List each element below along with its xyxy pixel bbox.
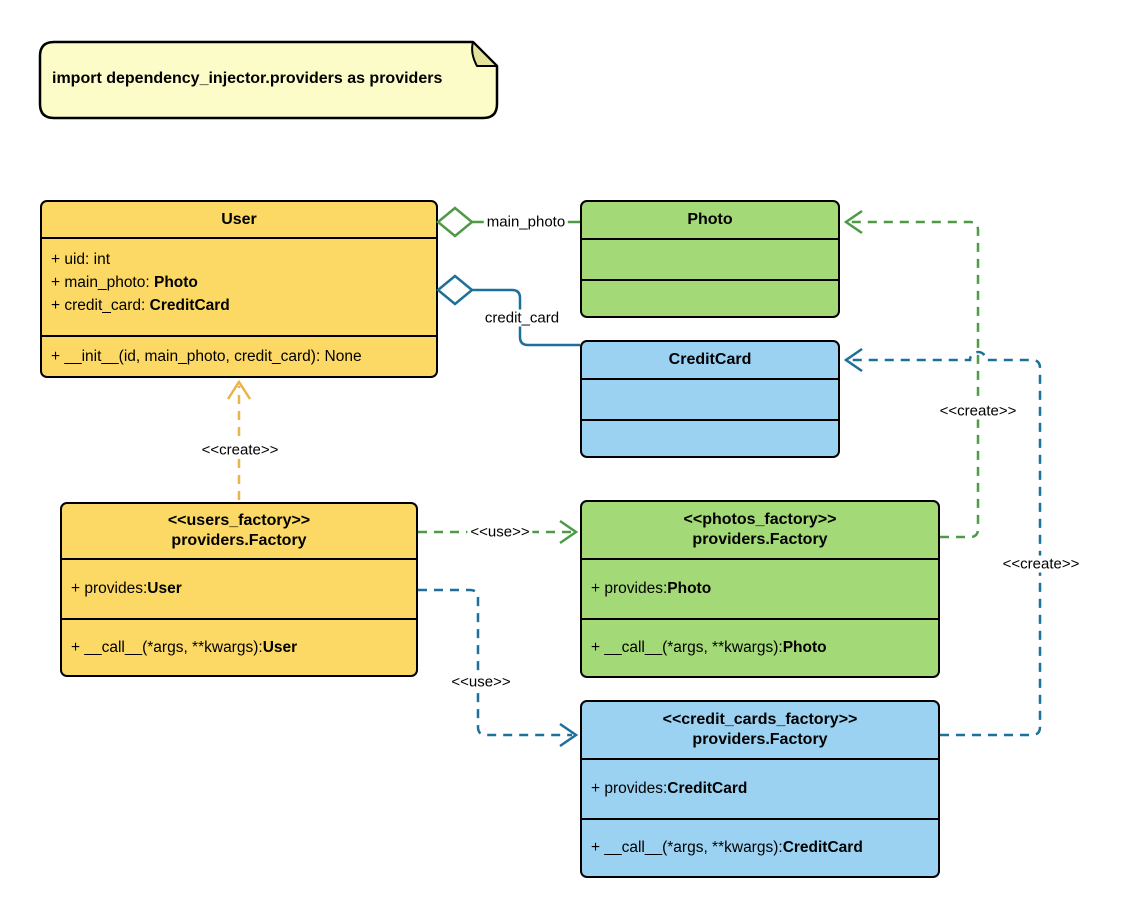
attribute-row: + credit_card: CreditCard: [51, 297, 230, 314]
dependency-use-credit-cards-factory: [418, 588, 579, 748]
open-arrowhead: [559, 519, 579, 545]
class-users-factory-title: <<users_factory>> providers.Factory: [167, 512, 311, 549]
aggregation-diamond: [436, 206, 474, 238]
open-arrowhead: [226, 379, 252, 400]
method-row: + __init__(id, main_photo, credit_card):…: [51, 347, 362, 365]
class-photos-factory-methods: + __call__(*args, **kwargs): Photo: [582, 618, 938, 676]
attribute-row: + provides: User: [71, 580, 182, 597]
class-photos-factory-title: <<photos_factory>> providers.Factory: [683, 511, 837, 548]
class-photos-factory: <<photos_factory>> providers.Factory + p…: [580, 500, 940, 678]
class-photo-methods: [582, 279, 838, 316]
class-credit-card-title: CreditCard: [668, 351, 752, 368]
method-row: + __call__(*args, **kwargs): User: [71, 638, 298, 656]
label-credit-card: credit_card: [481, 309, 563, 327]
class-user-title: User: [221, 210, 257, 228]
aggregation-diamond: [436, 274, 474, 306]
stereotype: <<photos_factory>>: [683, 511, 837, 528]
attribute-row: + provides: CreditCard: [591, 780, 748, 797]
label-create-user: <<create>>: [198, 441, 282, 459]
label-create-credit-card: <<create>>: [999, 555, 1083, 573]
class-credit-card-methods: [582, 419, 838, 456]
class-photo-attributes: [582, 238, 838, 279]
class-credit-card: CreditCard: [580, 340, 840, 458]
attribute-row: + uid: int: [51, 251, 111, 268]
dependency-create-photo: [843, 209, 980, 539]
class-user-attributes: + uid: int + main_photo: Photo + credit_…: [42, 237, 436, 335]
class-users-factory-attributes: + provides: User: [62, 558, 416, 618]
label-main-photo: main_photo: [483, 213, 569, 231]
note-fold: [471, 41, 498, 67]
method-row: + __call__(*args, **kwargs): Photo: [591, 639, 827, 656]
open-arrowhead: [843, 209, 863, 235]
class-credit-cards-factory-title: <<credit_cards_factory>> providers.Facto…: [662, 711, 858, 748]
open-arrowhead: [843, 347, 863, 373]
class-credit-cards-factory-attributes: + provides: CreditCard: [582, 758, 938, 818]
attribute-row: + provides: Photo: [591, 580, 712, 597]
class-photos-factory-attributes: + provides: Photo: [582, 558, 938, 618]
class-photo: Photo: [580, 200, 840, 318]
stereotype: <<credit_cards_factory>>: [662, 711, 858, 728]
method-row: + __call__(*args, **kwargs): CreditCard: [591, 839, 863, 856]
label-use-credit-cards: <<use>>: [448, 673, 514, 691]
class-user: User + uid: int + main_photo: Photo + cr…: [40, 200, 438, 378]
class-credit-cards-factory: <<credit_cards_factory>> providers.Facto…: [580, 700, 940, 878]
label-create-photo: <<create>>: [936, 402, 1020, 420]
class-users-factory: <<users_factory>> providers.Factory + pr…: [60, 502, 418, 677]
class-credit-card-attributes: [582, 378, 838, 419]
class-credit-cards-factory-methods: + __call__(*args, **kwargs): CreditCard: [582, 818, 938, 876]
class-user-methods: + __init__(id, main_photo, credit_card):…: [42, 335, 436, 376]
note-text: import dependency_injector.providers as …: [52, 70, 443, 87]
class-photo-title: Photo: [687, 211, 733, 228]
open-arrowhead: [559, 722, 579, 748]
label-use-photos: <<use>>: [467, 523, 533, 541]
class-users-factory-methods: + __call__(*args, **kwargs): User: [62, 618, 416, 675]
attribute-row: + main_photo: Photo: [51, 274, 198, 291]
stereotype: <<users_factory>>: [167, 512, 311, 529]
